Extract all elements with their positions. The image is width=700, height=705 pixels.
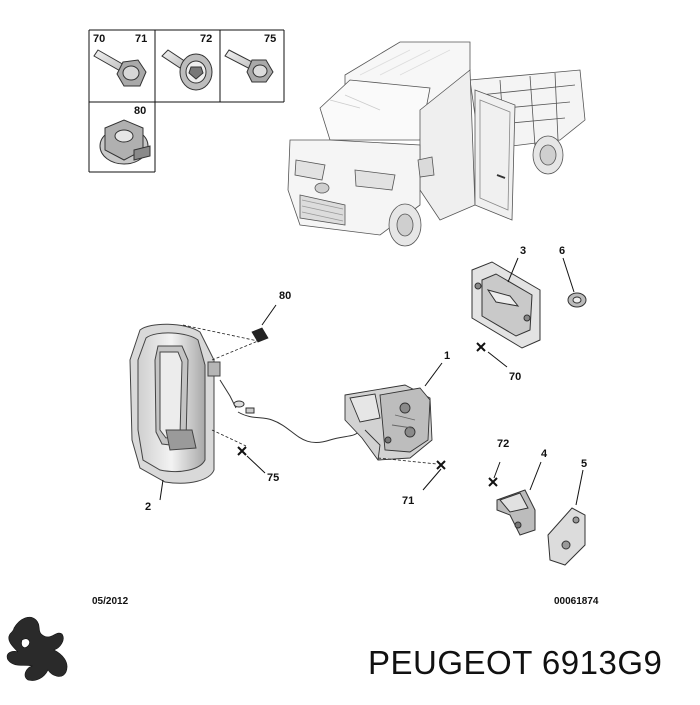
nut-icon — [99, 119, 151, 165]
striker-plate-icon — [471, 261, 541, 349]
fastener-marks — [237, 342, 498, 487]
callout-1: 1 — [444, 350, 451, 362]
connecting-rod — [219, 379, 361, 443]
diagram-reference: 00061874 — [554, 596, 599, 607]
callout-70: 70 — [509, 371, 522, 383]
callout-72: 72 — [497, 438, 510, 450]
legend-label-72: 72 — [200, 33, 213, 45]
door-handle-icon — [129, 323, 221, 484]
callout-4: 4 — [541, 448, 548, 460]
callout-5: 5 — [581, 458, 588, 470]
plate-icon — [547, 507, 586, 566]
bolt-icon — [93, 49, 147, 87]
callout-71: 71 — [402, 495, 415, 507]
callout-3: 3 — [520, 245, 527, 257]
brand-part-number: PEUGEOT 6913G9 — [368, 644, 663, 681]
leader-lines — [159, 257, 584, 506]
callout-2: 2 — [145, 501, 152, 513]
grommet-icon — [567, 292, 587, 308]
lock-icon — [344, 384, 433, 461]
callout-80: 80 — [279, 290, 292, 302]
bolt-icon — [224, 49, 274, 83]
callout-75: 75 — [267, 472, 280, 484]
legend-label-71: 71 — [135, 33, 148, 45]
fastener-legend — [88, 29, 285, 173]
screw-icon — [161, 49, 213, 91]
legend-label-70: 70 — [93, 33, 106, 45]
legend-label-75: 75 — [264, 33, 277, 45]
legend-label-80: 80 — [134, 105, 147, 117]
clip-icon — [251, 327, 269, 343]
diagram-date: 05/2012 — [92, 596, 129, 607]
hinge-bracket-icon — [496, 489, 536, 536]
callout-6: 6 — [559, 245, 566, 257]
peugeot-lion-logo-icon — [6, 616, 68, 681]
van-icon — [287, 41, 586, 247]
